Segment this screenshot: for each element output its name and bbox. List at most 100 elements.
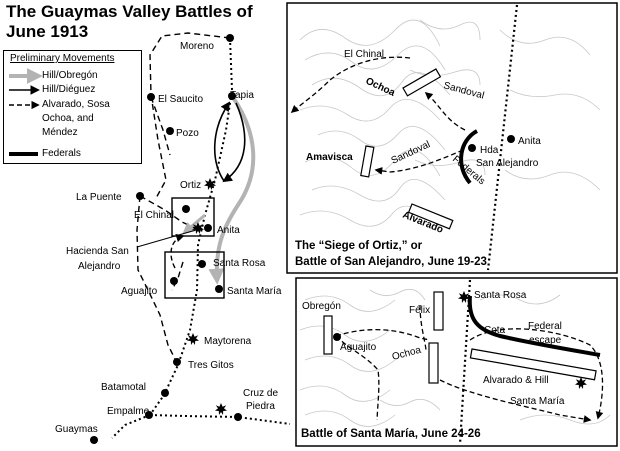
obregon-advance-route bbox=[335, 328, 431, 341]
label-pozo: Pozo bbox=[176, 128, 199, 139]
town-dot-el-saucito bbox=[147, 93, 155, 101]
legend-label-federals: Federals bbox=[42, 148, 81, 159]
label-empalme: Empalme bbox=[107, 406, 150, 417]
inset-label-hda-line-1: Hda bbox=[480, 145, 499, 156]
inset-ortiz-caption-line-1: The “Siege of Ortiz,” or bbox=[295, 240, 423, 252]
town-dot-guaymas bbox=[90, 436, 98, 444]
battle-burst-ortiz bbox=[204, 178, 216, 190]
label-aguajito: Aguajito bbox=[121, 286, 158, 297]
ochoa-position-2 bbox=[428, 342, 439, 384]
town-dot-anita bbox=[204, 224, 212, 232]
inset-hacienda-dot bbox=[468, 144, 476, 152]
town-dot-tapia bbox=[228, 92, 236, 100]
inset2-label-federal-line-2: escape bbox=[529, 335, 562, 346]
label-cruz-line-1: Cruz de bbox=[243, 388, 278, 399]
label-tres-gitos: Tres Gitos bbox=[188, 360, 234, 371]
inset-santa-maria-caption: Battle of Santa María, June 24-26 bbox=[301, 428, 481, 440]
inset2-label-felix: Félix bbox=[409, 305, 430, 316]
legend-label-obregon: Hill/Obregón bbox=[42, 70, 98, 81]
label-santa-maria: Santa María bbox=[227, 286, 282, 297]
inset2-label-santa-maria: Santa María bbox=[510, 396, 565, 407]
town-dot-aguajito bbox=[170, 277, 178, 285]
obregon-position bbox=[323, 315, 333, 355]
alvarado-position bbox=[407, 203, 454, 230]
inset2-label-alvarado-hill: Alvarado & Hill bbox=[483, 375, 549, 386]
sandoval-south-route bbox=[374, 149, 464, 175]
ortiz-reference-box bbox=[171, 197, 215, 237]
legend-symbols bbox=[9, 68, 43, 156]
title-line-2: June 1913 bbox=[6, 22, 89, 41]
inset-anita-dot bbox=[507, 135, 515, 143]
label-moreno: Moreno bbox=[180, 41, 214, 52]
label-el-saucito: El Saucito bbox=[158, 94, 203, 105]
santa-maria-reference-box bbox=[164, 251, 225, 299]
obregon-route bbox=[208, 94, 256, 285]
town-dot-empalme bbox=[145, 411, 153, 419]
inset2-label-cota: Cota bbox=[484, 325, 506, 336]
legend-label-alvarado-1: Alvarado, Sosa bbox=[42, 99, 110, 110]
town-dot-moreno bbox=[226, 34, 234, 42]
inset-santa-maria: Obregón Félix Santa Rosa Cota Federal es… bbox=[295, 277, 618, 447]
map-legend: Preliminary Movements Hill/Obregón Hill/… bbox=[3, 50, 142, 164]
label-maytorena: Maytorena bbox=[204, 336, 252, 347]
town-dot-santa-rosa bbox=[198, 260, 206, 268]
dieguez-route-south bbox=[222, 102, 246, 183]
inset2-label-obregon: Obregón bbox=[302, 301, 341, 312]
inset2-label-santa-rosa: Santa Rosa bbox=[474, 290, 527, 301]
town-dot-tres-gitos bbox=[173, 358, 181, 366]
ochoa-position bbox=[402, 68, 442, 97]
town-dot-santa-maria bbox=[215, 285, 223, 293]
santa-maria-route bbox=[439, 379, 592, 423]
inset-label-hda-line-2: San Alejandro bbox=[476, 158, 539, 169]
label-santa-rosa: Santa Rosa bbox=[213, 258, 266, 269]
legend-label-alvarado-3: Méndez bbox=[42, 127, 78, 138]
hacienda-leader-line bbox=[136, 229, 197, 248]
legend-heading: Preliminary Movements bbox=[10, 53, 115, 64]
alvarado-hill-position bbox=[469, 348, 597, 381]
label-anita: Anita bbox=[217, 225, 240, 236]
label-el-chinal: El Chinal bbox=[134, 210, 174, 221]
legend-label-dieguez: Hill/Diéguez bbox=[42, 84, 96, 95]
label-cruz-line-2: Piedra bbox=[246, 401, 275, 412]
inset2-label-federal-line-1: Federal bbox=[528, 321, 562, 332]
town-dot-cruz-de-piedra bbox=[234, 413, 242, 421]
obregon-route-branch bbox=[182, 213, 206, 235]
sandoval-north-route bbox=[424, 91, 466, 131]
amavisca-position bbox=[360, 145, 375, 178]
town-dot-pozo bbox=[166, 127, 174, 135]
inset-aguajito-dot bbox=[333, 333, 341, 341]
label-tapia: Tapia bbox=[230, 90, 254, 101]
el-chinal-route bbox=[290, 56, 411, 114]
federals-line-2 bbox=[467, 295, 601, 357]
label-batamotal: Batamotal bbox=[101, 382, 146, 393]
label-ortiz: Ortiz bbox=[180, 180, 201, 191]
label-guaymas: Guaymas bbox=[55, 424, 98, 435]
title-line-1: The Guaymas Valley Battles of bbox=[6, 2, 253, 21]
railway-line bbox=[111, 37, 291, 439]
town-dot-la-puente bbox=[136, 192, 144, 200]
map-title: The Guaymas Valley Battles of June 1913 bbox=[6, 2, 253, 42]
inset-ortiz: El Chinal Ochoa Sandoval Amavisca Sandov… bbox=[286, 2, 618, 274]
felix-position bbox=[433, 291, 444, 331]
legend-label-alvarado-2: Ochoa, and bbox=[42, 113, 94, 124]
inset-label-el-chinal: El Chinal bbox=[344, 49, 384, 60]
label-hacienda-line-1: Hacienda San bbox=[66, 246, 129, 257]
inset-label-anita: Anita bbox=[518, 136, 541, 147]
federals-line bbox=[459, 129, 479, 185]
town-dot-el-chinal bbox=[182, 205, 190, 213]
battle-burst-cruz bbox=[215, 403, 227, 415]
label-hacienda-line-2: Alejandro bbox=[78, 261, 121, 272]
dieguez-route-north bbox=[214, 101, 231, 182]
terrain-contours-2 bbox=[299, 288, 611, 427]
label-la-puente: La Puente bbox=[76, 192, 122, 203]
felix-route bbox=[419, 304, 427, 351]
inset-santa-maria-railway bbox=[458, 279, 472, 445]
inset-label-amavisca: Amavisca bbox=[306, 152, 353, 163]
inset-ortiz-caption-line-2: Battle of San Alejandro, June 19-23 bbox=[295, 256, 487, 268]
federal-escape-route bbox=[469, 328, 604, 420]
town-dot-batamotal bbox=[161, 389, 169, 397]
inset2-label-aguajito: Aguajito bbox=[340, 342, 377, 353]
alvarado-route bbox=[170, 233, 185, 269]
ochoa-route bbox=[335, 335, 380, 421]
